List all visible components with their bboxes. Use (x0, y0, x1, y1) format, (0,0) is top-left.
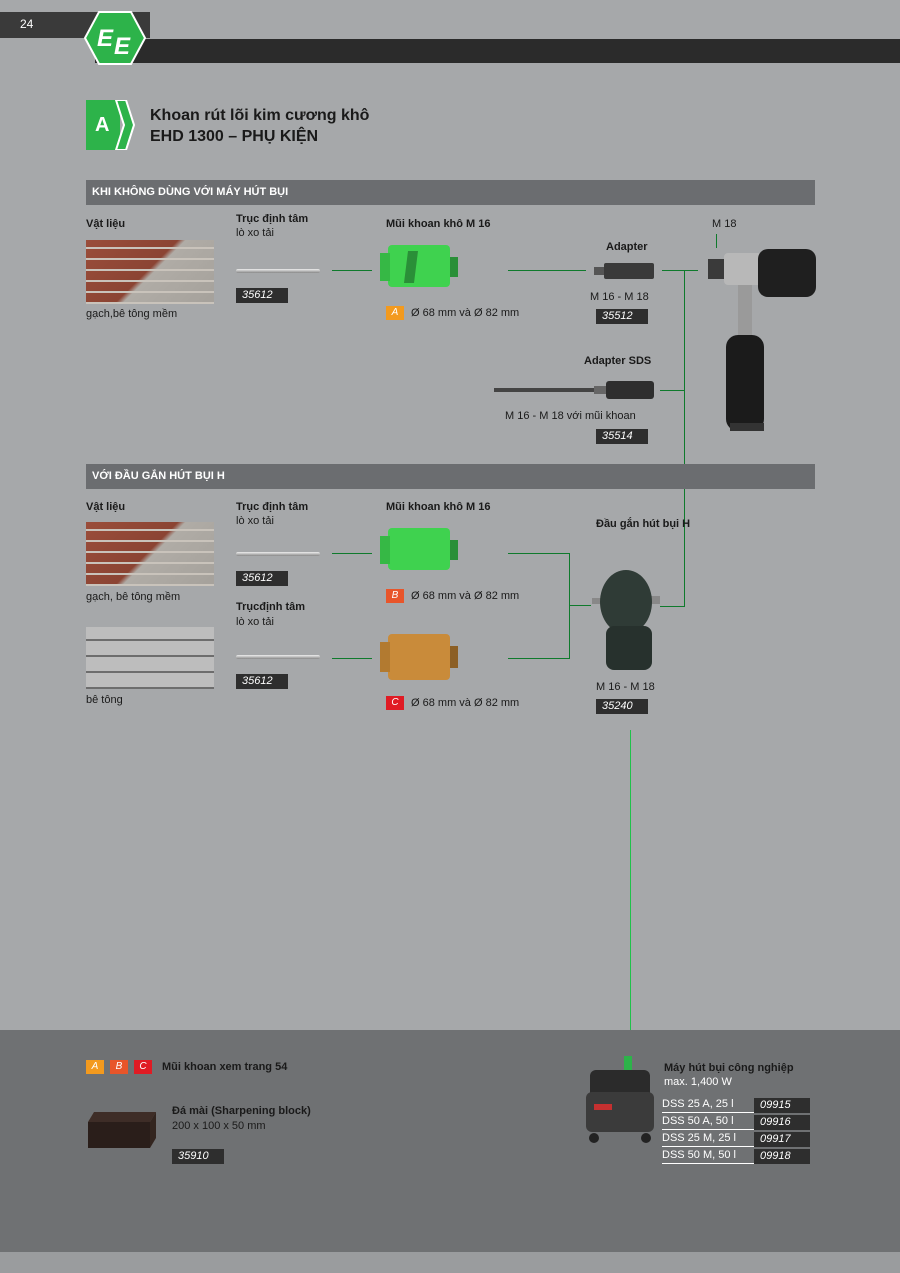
drill-thread-label: M 18 (712, 218, 737, 230)
s1-green-core-bit-image (380, 245, 458, 287)
s1-adapter-image (594, 263, 654, 279)
s1-pin-sub: lò xo tải (236, 227, 274, 239)
lower-badge-b: B (110, 1060, 128, 1074)
s1-adapter-code: 35512 (596, 309, 648, 324)
s1-brick-image (86, 240, 214, 304)
vacuum-row: DSS 25 A, 25 l 09915 (662, 1098, 810, 1113)
s2-bit-label: Mũi khoan khô M 16 (386, 501, 491, 513)
header-band (95, 39, 900, 63)
connector (660, 606, 685, 607)
s2-hood-label: Đầu gắn hút bụi H (596, 518, 691, 530)
connector (332, 553, 372, 554)
section-letter: A (95, 114, 110, 136)
vacuum-label: Máy hút bụi công nghiệp (664, 1062, 794, 1074)
s2-centering-pin2-image (236, 655, 320, 659)
s2-pin1-sub: lò xo tải (236, 515, 274, 527)
s2-concrete-image (86, 627, 214, 689)
vacuum-row: DSS 50 A, 50 l 09916 (662, 1115, 810, 1130)
connector (569, 553, 570, 659)
block-code: 35910 (172, 1149, 224, 1164)
vacuum-row: DSS 25 M, 25 l 09917 (662, 1132, 810, 1147)
sharpening-block-image (88, 1112, 156, 1148)
vacuum-name: DSS 25 A, 25 l (662, 1098, 734, 1110)
block-size: 200 x 100 x 50 mm (172, 1120, 266, 1132)
page-subtitle: EHD 1300 – PHỤ KIỆN (150, 128, 319, 145)
s2-material1-caption: gạch, bê tông mềm (86, 591, 181, 603)
vacuum-row: DSS 50 M, 50 l 09918 (662, 1149, 810, 1164)
connector (630, 730, 631, 1058)
connector (332, 270, 372, 271)
s1-adapter-label: Adapter (606, 241, 648, 253)
s1-material-caption: gạch,bê tông mềm (86, 308, 178, 320)
connector (508, 553, 570, 554)
s1-adapter-spec: M 16 - M 18 (590, 291, 649, 303)
connector (508, 270, 586, 271)
s2-bit2-badge: C (386, 696, 404, 710)
s2-material-label: Vật liệu (86, 501, 126, 513)
brand-logo-icon: E E (83, 11, 147, 65)
block-label: Đá mài (Sharpening block) (172, 1105, 311, 1117)
connector (684, 270, 685, 606)
vacuum-code: 09918 (754, 1149, 810, 1164)
lower-badge-c: C (134, 1060, 152, 1074)
s1-pin-label: Trục định tâm (236, 213, 309, 225)
s1-pin-code: 35612 (236, 288, 288, 303)
vacuum-name: DSS 50 M, 50 l (662, 1149, 736, 1161)
vacuum-code: 09917 (754, 1132, 810, 1147)
s1-centering-pin-image (236, 269, 320, 273)
s2-pin2-label: Trụcđịnh tâm (236, 601, 306, 613)
s2-pin1-code: 35612 (236, 571, 288, 586)
s2-pin2-code: 35612 (236, 674, 288, 689)
vacuum-code: 09916 (754, 1115, 810, 1130)
page-title: Khoan rút lõi kim cương khô (150, 107, 370, 124)
section1-heading: KHI KHÔNG DÙNG VỚI MÁY HÚT BỤI (86, 180, 815, 205)
vacuum-name: DSS 25 M, 25 l (662, 1132, 736, 1144)
s2-material2-caption: bê tông (86, 694, 123, 706)
connector (508, 658, 570, 659)
s2-centering-pin1-image (236, 552, 320, 556)
connector (332, 658, 372, 659)
s2-bit1-badge: B (386, 589, 404, 603)
s1-bit-badge: A (386, 306, 404, 320)
s2-bit2-size: Ø 68 mm và Ø 82 mm (411, 697, 520, 709)
connector (660, 390, 685, 391)
svg-text:E: E (97, 25, 114, 52)
s2-hood-spec: M 16 - M 18 (596, 681, 655, 693)
s1-bit-label: Mũi khoan khô M 16 (386, 218, 491, 230)
s2-pin1-label: Trục định tâm (236, 501, 309, 513)
vacuum-name: DSS 50 A, 50 l (662, 1115, 734, 1127)
s1-material-label: Vật liệu (86, 218, 126, 230)
svg-text:E: E (114, 33, 131, 60)
s2-bit1-size: Ø 68 mm và Ø 82 mm (411, 590, 520, 602)
section2-heading: VỚI ĐẦU GẮN HÚT BỤI H (86, 464, 815, 489)
s2-hood-code: 35240 (596, 699, 648, 714)
lower-badge-a: A (86, 1060, 104, 1074)
connector (716, 234, 717, 248)
see-page-note: Mũi khoan xem trang 54 (162, 1061, 288, 1073)
s1-bit-size: Ø 68 mm và Ø 82 mm (411, 307, 520, 319)
bottom-strip (0, 1252, 900, 1273)
s2-brick-image (86, 522, 214, 586)
s2-green-core-bit-image (380, 528, 458, 570)
s1-sds-adapter-image (494, 381, 654, 399)
section-a-icon (86, 100, 136, 150)
dust-hood-image (592, 570, 660, 670)
vacuum-power: max. 1,400 W (664, 1076, 732, 1088)
s2-gold-core-bit-image (380, 634, 458, 680)
drill-motor-image (708, 249, 816, 431)
s2-pin2-sub: lò xo tải (236, 616, 274, 628)
vacuum-code: 09915 (754, 1098, 810, 1113)
connector (569, 605, 591, 606)
page-number: 24 (20, 17, 34, 31)
vacuum-cleaner-image (586, 1056, 654, 1143)
s1-sds-label: Adapter SDS (584, 355, 652, 367)
connector (662, 270, 698, 271)
s1-sds-code: 35514 (596, 429, 648, 444)
s1-sds-spec: M 16 - M 18 với mũi khoan (505, 410, 636, 422)
